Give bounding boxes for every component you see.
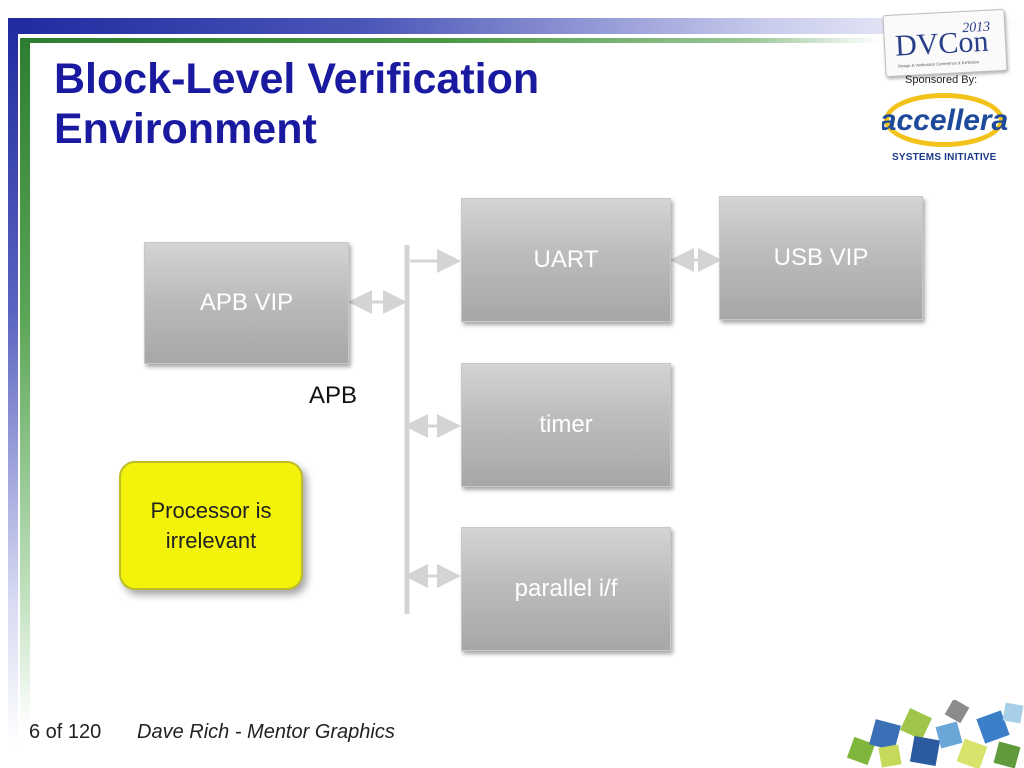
parallel-if-block: parallel i/f — [461, 527, 671, 651]
footer-author: Dave Rich - Mentor Graphics — [137, 721, 395, 743]
corner-decoration — [846, 700, 1024, 768]
slide-title: Block-Level Verification Environment — [54, 54, 674, 154]
dvcon-logo: DVCon 2013 Design & Verification Confere… — [882, 8, 1008, 78]
sponsored-by-label: Sponsored By: — [905, 74, 978, 86]
accellera-subtitle: SYSTEMS INITIATIVE — [892, 152, 997, 163]
dvcon-logo-tagline: Design & Verification Conference & Exhib… — [898, 59, 979, 68]
usb-vip-block: USB VIP — [719, 196, 923, 320]
left-frame-bar — [8, 18, 18, 748]
slide-title-line-1: Block-Level Verification — [54, 55, 540, 103]
timer-block: timer — [461, 363, 671, 487]
top-frame-bar — [8, 18, 1024, 34]
accellera-logo-name: accellera — [882, 104, 1008, 137]
apb-vip-label: APB VIP — [199, 289, 294, 316]
green-accent-line-vertical — [20, 38, 30, 728]
green-accent-line — [20, 38, 880, 43]
slide-title-line-2: Environment — [54, 105, 317, 153]
apb-bus-label: APB — [309, 382, 358, 409]
apb-vip-block: APB VIP — [144, 242, 349, 364]
accellera-logo: accellera — [882, 93, 1008, 147]
callout-line-2: irrelevant — [165, 527, 257, 553]
timer-label: timer — [539, 411, 593, 438]
page-number: 6 of 120 — [29, 721, 102, 743]
callout-line-1: Processor is — [150, 497, 272, 523]
uart-block: UART — [461, 198, 671, 322]
processor-callout: Processor is irrelevant — [119, 461, 303, 590]
dvcon-logo-year: 2013 — [962, 20, 991, 36]
dvcon-logo-name: DVCon — [894, 25, 989, 63]
parallel-if-label: parallel i/f — [514, 575, 618, 602]
usb-vip-label: USB VIP — [773, 244, 869, 271]
uart-label: UART — [533, 246, 599, 273]
